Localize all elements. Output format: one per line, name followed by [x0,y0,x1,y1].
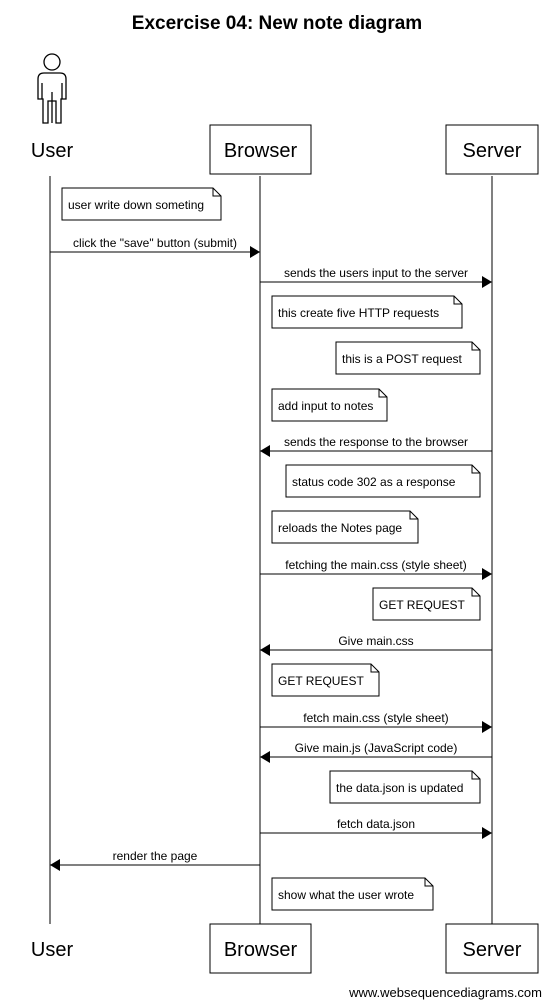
note-8: status code 302 as a response [285,464,481,498]
message-18: render the page [50,849,260,871]
note-fold [471,588,480,597]
note-box [285,464,481,498]
note-box [271,663,380,697]
note-text: this create five HTTP requests [278,306,439,320]
message-label: click the "save" button (submit) [73,236,237,250]
note-text: reloads the Notes page [278,521,402,535]
note-text: GET REQUEST [379,598,465,612]
note-text: status code 302 as a response [292,475,456,489]
participant-server-box-bottom [445,923,539,974]
note-fold [471,342,480,351]
message-10: fetching the main.css (style sheet) [260,558,492,580]
note-fold [424,878,433,887]
message-label: fetch main.css (style sheet) [303,711,448,725]
note-6: add input to notes [271,388,388,422]
note-box [271,510,419,544]
note-5: this is a POST request [335,341,481,375]
message-label: fetching the main.css (style sheet) [285,558,466,572]
participant-browser-box-top [209,124,312,175]
note-text: add input to notes [278,399,373,413]
note-fold [370,664,379,673]
user-actor-icon [37,53,67,124]
message-2: click the "save" button (submit) [50,236,260,258]
note-box [271,388,388,422]
message-label: render the page [113,849,198,863]
participant-server-box-top [445,124,539,175]
message-label: Give main.js (JavaScript code) [295,741,458,755]
note-text: user write down someting [68,198,204,212]
note-text: this is a POST request [342,352,462,366]
note-fold [212,188,221,197]
note-fold [409,511,418,520]
participant-server-bottom: Server [463,939,522,961]
participant-user-top: User [31,140,74,162]
note-box [271,295,463,329]
note-box [335,341,481,375]
note-4: this create five HTTP requests [271,295,463,329]
message-label: sends the response to the browser [284,435,468,449]
note-13: GET REQUEST [271,663,380,697]
note-text: show what the user wrote [278,888,414,902]
note-11: GET REQUEST [372,587,481,621]
note-text: the data.json is updated [336,781,463,795]
message-label: fetch data.json [337,817,415,831]
note-fold [453,296,462,305]
message-3: sends the users input to the server [260,266,492,288]
participant-server-top: Server [463,140,522,162]
message-17: fetch data.json [260,817,492,839]
participant-user-bottom: User [31,939,74,961]
message-label: sends the users input to the server [284,266,468,280]
note-fold [471,465,480,474]
message-label: Give main.css [338,634,413,648]
note-box [271,877,434,911]
note-box [372,587,481,621]
note-box [61,187,222,221]
note-text: GET REQUEST [278,674,364,688]
note-fold [378,389,387,398]
note-16: the data.json is updated [329,770,481,804]
message-12: Give main.css [260,634,492,656]
note-1: user write down someting [61,187,222,221]
participant-browser-top: Browser [224,140,298,162]
message-7: sends the response to the browser [260,435,492,457]
message-15: Give main.js (JavaScript code) [260,741,492,763]
footer-credit: www.websequencediagrams.com [348,985,542,1000]
note-fold [471,771,480,780]
participant-browser-bottom: Browser [224,939,298,961]
note-9: reloads the Notes page [271,510,419,544]
participant-browser-box-bottom [209,923,312,974]
steps-layer: user write down someting click the "save"… [50,187,492,911]
note-19: show what the user wrote [271,877,434,911]
message-14: fetch main.css (style sheet) [260,711,492,733]
diagram-title: Excercise 04: New note diagram [132,13,422,34]
note-box [329,770,481,804]
